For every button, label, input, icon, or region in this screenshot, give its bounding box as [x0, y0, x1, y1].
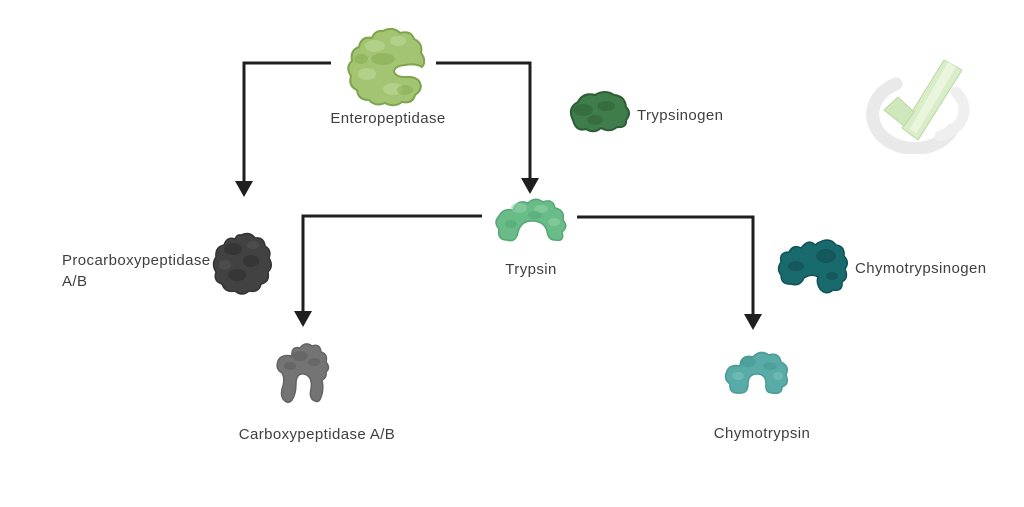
arrowhead-icon: [521, 178, 539, 194]
arrow-enteropeptidase-to-trypsin: [436, 61, 532, 180]
carboxypeptidase-blob: [276, 343, 330, 403]
checkmark-watermark-icon: [866, 59, 970, 154]
label-carboxypeptidase: Carboxypeptidase A/B: [238, 426, 396, 443]
label-procarboxypeptidase: Procarboxypeptidase A/B: [62, 252, 211, 290]
procarboxypeptidase-blob: [212, 232, 272, 295]
label-chymotrypsin: Chymotrypsin: [713, 425, 811, 442]
chymotrypsin-blob: [724, 351, 789, 395]
label-trypsinogen: Trypsinogen: [637, 107, 724, 124]
enteropeptidase-blob-body: [347, 27, 425, 107]
arrowhead-icon: [294, 311, 312, 327]
arrow-trypsin-to-carboxypeptidase: [301, 214, 482, 313]
arrowhead-icon: [744, 314, 762, 330]
arrowhead-icon: [235, 181, 253, 197]
label-trypsin: Trypsin: [505, 261, 557, 278]
label-chymotrypsinogen: Chymotrypsinogen: [855, 260, 987, 277]
trypsinogen-blob: [569, 91, 630, 133]
label-enteropeptidase: Enteropeptidase: [330, 110, 446, 127]
chymotrypsinogen-blob: [777, 239, 848, 294]
trypsin-blob: [495, 198, 567, 242]
arrow-enteropeptidase-to-procarboxypeptidase: [242, 61, 331, 183]
trypsinogen-blob-body: [569, 91, 630, 133]
arrow-trypsin-to-chymotrypsin: [577, 215, 755, 316]
enteropeptidase-blob: [347, 27, 425, 107]
